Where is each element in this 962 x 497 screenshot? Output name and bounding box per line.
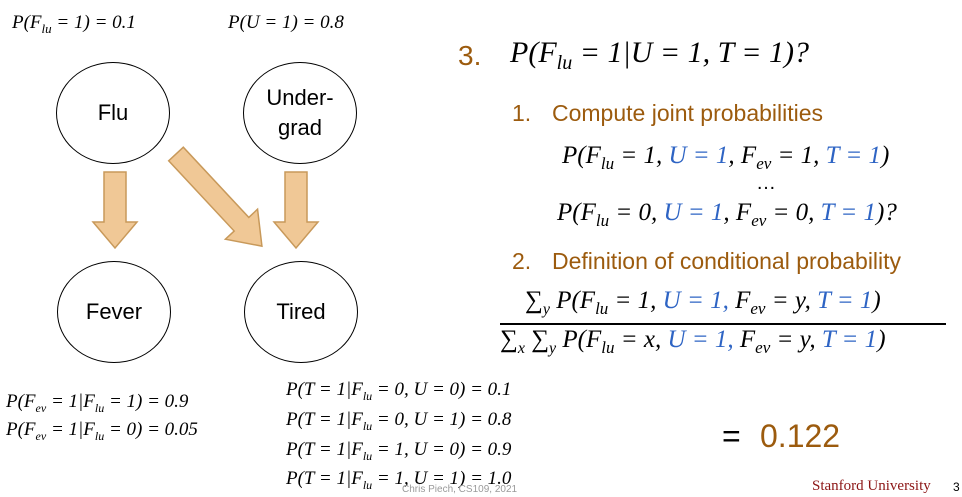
- joint-ellipsis: …: [756, 172, 776, 194]
- cpt-tired-row: P(T = 1|Flu = 1, U = 1) = 1.0: [286, 468, 512, 493]
- cpt-tired: P(T = 1|Flu = 0, U = 0) = 0.1 P(T = 1|Fl…: [286, 378, 511, 497]
- footer-credit: Chris Piech, CS109, 2021: [402, 484, 518, 495]
- node-undergrad-label-line2: grad: [277, 115, 323, 140]
- arrow-flu-tired: [167, 146, 263, 248]
- cpt-fever-row: P(Fev = 1|Flu = 1) = 0.9: [6, 391, 189, 415]
- arrow-flu-fever: [91, 171, 139, 250]
- node-tired: Tired: [244, 261, 358, 363]
- fraction-bar: [500, 323, 946, 325]
- cpt-tired-row: P(T = 1|Flu = 0, U = 0) = 0.1: [286, 379, 512, 403]
- node-tired-label: Tired: [276, 299, 326, 324]
- node-flu: Flu: [56, 62, 170, 164]
- step-1-number: 1.: [512, 100, 532, 126]
- joint-last: P(Flu = 0, U = 1, Fev = 0, T = 1)?: [557, 199, 897, 230]
- cpt-tired-row: P(T = 1|Flu = 0, U = 1) = 0.8: [286, 408, 512, 433]
- prior-flu: P(Flu = 1) = 0.1: [12, 12, 136, 36]
- node-fever: Fever: [57, 261, 171, 363]
- cpt-fever: P(Fev = 1|Flu = 1) = 0.9 P(Fev = 1|Flu =…: [6, 391, 198, 447]
- cpt-fever-row: P(Fev = 1|Flu = 0) = 0.05: [6, 418, 198, 443]
- cpt-tired-row: P(T = 1|Flu = 1, U = 0) = 0.9: [286, 438, 512, 463]
- fraction-numerator: ∑y P(Flu = 1, U = 1, Fev = y, T = 1): [525, 287, 881, 318]
- step-2-text: Definition of conditional probability: [552, 248, 902, 274]
- prior-undergrad: P(U = 1) = 0.8: [228, 12, 344, 33]
- footer-university: Stanford University: [812, 478, 931, 494]
- bayes-net-arrows: [91, 146, 320, 250]
- result-equals: =: [722, 418, 741, 454]
- node-undergrad-label-line1: Under-: [266, 85, 334, 110]
- arrow-undergrad-tired: [272, 171, 320, 250]
- node-fever-label: Fever: [85, 299, 143, 324]
- question-number: 3.: [458, 40, 482, 71]
- joint-first: P(Flu = 1, U = 1, Fev = 1, T = 1): [562, 142, 890, 173]
- node-flu-label: Flu: [97, 100, 129, 125]
- node-undergrad: Under- grad: [243, 62, 357, 164]
- question-text: P(Flu = 1|U = 1, T = 1)?: [510, 36, 809, 74]
- step-1-text: Compute joint probabilities: [552, 100, 824, 126]
- result-value: 0.122: [760, 418, 841, 454]
- footer-page-number: 3: [953, 480, 960, 494]
- fraction-denominator: ∑x ∑y P(Flu = x, U = 1, Fev = y, T = 1): [500, 326, 886, 357]
- step-2-number: 2.: [512, 248, 532, 274]
